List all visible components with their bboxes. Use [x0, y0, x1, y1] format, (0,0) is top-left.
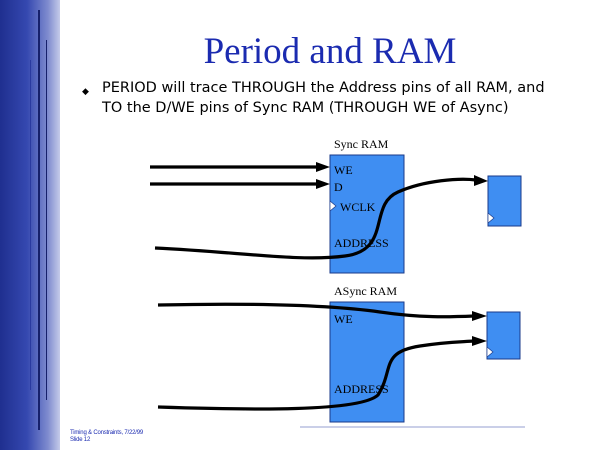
sidebar-line	[38, 10, 40, 430]
sync-ram-label: Sync RAM	[334, 137, 389, 151]
clock-triangle-icon	[487, 212, 495, 224]
async-address-to-register-path	[157, 339, 475, 411]
sync-ram-pin-address: ADDRESS	[334, 236, 389, 250]
sidebar-line	[30, 60, 31, 390]
arrowhead-icon	[316, 179, 330, 189]
sidebar-decoration	[0, 0, 60, 450]
footer-line-2: Slide 12	[70, 437, 91, 443]
sync-ram-pin-d: D	[334, 180, 343, 194]
slide-title: Period and RAM	[203, 31, 457, 72]
arrowhead-icon	[474, 175, 488, 186]
diamond-bullet-icon: ◆	[82, 87, 89, 97]
arrowhead-icon	[472, 311, 487, 321]
bullet-line-1: PERIOD will trace THROUGH the Address pi…	[102, 80, 545, 96]
sidebar-line	[46, 40, 47, 400]
clock-triangle-icon	[329, 200, 337, 212]
async-ram-label: ASync RAM	[334, 284, 397, 298]
sync-ram-pin-wclk: WCLK	[340, 200, 376, 214]
arrowhead-icon	[472, 336, 487, 346]
slide-footer: Timing & Constraints, 7/22/99 Slide 12	[70, 430, 143, 444]
async-ram-pin-we: WE	[334, 312, 353, 326]
async-ram-pin-address: ADDRESS	[334, 382, 389, 396]
async-we-to-register-path	[157, 302, 475, 319]
bullet-line-2: TO the D/WE pins of Sync RAM (THROUGH WE…	[102, 100, 509, 116]
arrowhead-icon	[316, 162, 330, 172]
clock-triangle-icon	[486, 346, 494, 358]
sync-ram-block	[329, 154, 405, 274]
sync-ram-pin-we: WE	[334, 163, 353, 177]
footer-line-1: Timing & Constraints, 7/22/99	[70, 430, 144, 436]
bullet-point: ◆ PERIOD will trace THROUGH the Address …	[82, 78, 584, 118]
sync-clock-to-register-path	[154, 177, 477, 260]
